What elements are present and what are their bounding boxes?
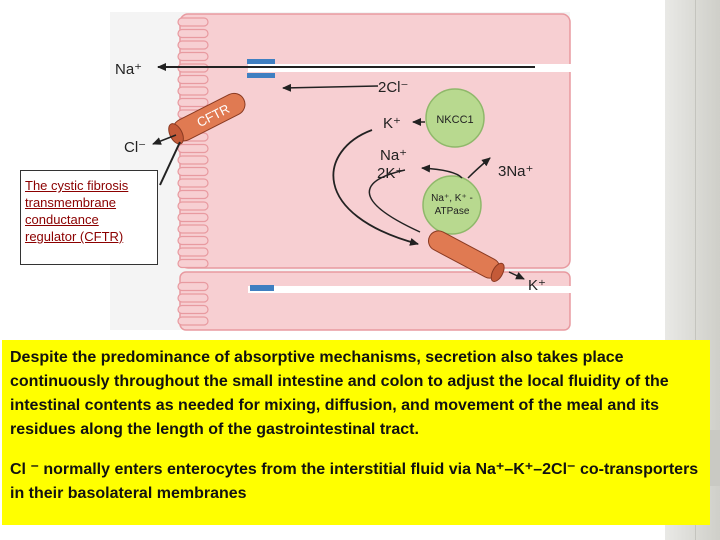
microvillus	[178, 179, 208, 187]
microvillus	[178, 317, 208, 325]
microvillus	[178, 41, 208, 49]
microvillus	[178, 248, 208, 256]
na-k-atpase	[423, 176, 481, 234]
na-top-label: Na⁺	[115, 61, 142, 78]
nkcc1-label: NKCC1	[436, 114, 473, 126]
microvillus	[178, 156, 208, 164]
k-bottom-label: K⁺	[528, 277, 546, 294]
microvillus	[178, 237, 208, 245]
atpase-label-line1: Na⁺, K⁺ -	[431, 193, 473, 204]
lower-cell	[180, 272, 570, 330]
upper-cell	[180, 14, 570, 268]
cftr-callout-text: The cystic fibrosis transmembrane conduc…	[25, 177, 153, 245]
microvillus	[178, 294, 208, 302]
cl-minus-label: Cl⁻	[124, 139, 146, 156]
microvillus	[178, 283, 208, 291]
info-paragraph-1: Despite the predominance of absorptive m…	[10, 346, 702, 442]
microvillus	[178, 168, 208, 176]
microvillus	[178, 202, 208, 210]
cftr-callout: The cystic fibrosis transmembrane conduc…	[20, 170, 158, 265]
microvillus	[178, 145, 208, 153]
microvillus	[178, 306, 208, 314]
tight-junction-top-2	[247, 73, 275, 78]
atpase-label-line2: ATPase	[435, 206, 470, 217]
microvillus	[178, 214, 208, 222]
microvillus	[178, 30, 208, 38]
na-mid-label: Na⁺	[380, 147, 407, 164]
microvillus	[178, 87, 208, 95]
info-paragraph-2: Cl ⁻ normally enters enterocytes from th…	[10, 458, 702, 506]
microvillus	[178, 260, 208, 268]
microvillus	[178, 99, 208, 107]
k-plus-label: K⁺	[383, 115, 401, 132]
tight-junction-bottom	[250, 285, 274, 291]
microvillus	[178, 76, 208, 84]
microvillus	[178, 225, 208, 233]
microvillus	[178, 18, 208, 26]
three-na-label: 3Na⁺	[498, 163, 533, 180]
microvillus	[178, 53, 208, 61]
microvillus	[178, 191, 208, 199]
tight-junction-top-1	[247, 59, 275, 64]
two-cl-label: 2Cl⁻	[378, 79, 408, 96]
info-text-box: Despite the predominance of absorptive m…	[2, 340, 710, 525]
